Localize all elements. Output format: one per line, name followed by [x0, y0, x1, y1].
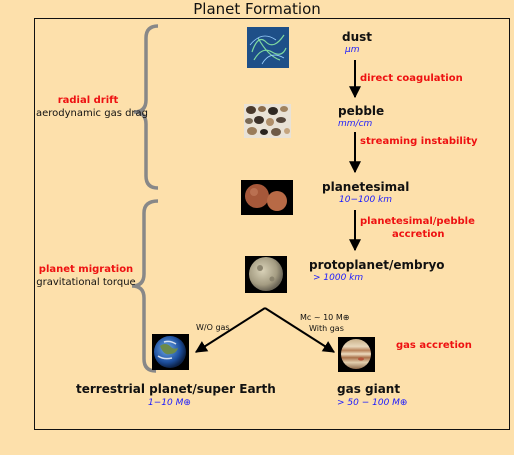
process-direct-coagulation: direct coagulation: [360, 73, 463, 84]
diagram-frame: [34, 18, 510, 430]
stage-planetesimal-size: 10−100 km: [339, 195, 393, 205]
radial-drift-label: radial drift: [57, 95, 119, 106]
stage-dust: dust: [342, 30, 373, 44]
arrow-to-gas-giant: [264, 307, 336, 353]
aerodynamic-drag-label: aerodynamic gas drag: [36, 108, 149, 119]
branch-with-gas: With gas: [309, 324, 344, 333]
process-gas-accretion: gas accretion: [396, 340, 472, 351]
diagram-title: Planet Formation: [193, 0, 321, 18]
stage-protoplanet-size: > 1000 km: [313, 273, 364, 283]
stage-terrestrial: terrestrial planet/super Earth: [76, 382, 276, 396]
branch-without-gas: W/O gas: [196, 323, 230, 332]
process-accretion-line1: planetesimal/pebble: [360, 216, 475, 227]
planet-migration-bracket: [131, 199, 159, 373]
dust-image: [247, 27, 289, 68]
stage-protoplanet: protoplanet/embryo: [309, 258, 445, 272]
stage-dust-size: μm: [345, 45, 360, 55]
stage-gas-giant-size: > 50 − 100 M⊕: [337, 398, 408, 408]
stage-planetesimal: planetesimal: [322, 180, 410, 194]
stage-pebble: pebble: [338, 104, 385, 118]
planetesimal-image: [241, 180, 293, 215]
stage-terrestrial-size: 1−10 M⊕: [148, 398, 191, 408]
process-accretion-line2: accretion: [392, 229, 445, 240]
gravitational-torque-label: gravitational torque: [36, 277, 136, 288]
radial-drift-bracket: [133, 24, 159, 190]
planet-migration-label: planet migration: [38, 264, 134, 275]
protoplanet-image: [245, 256, 287, 293]
process-streaming-instability: streaming instability: [360, 136, 478, 147]
pebble-image: [244, 104, 291, 138]
branch-core-mass: Mc ~ 10 M⊕: [300, 313, 350, 322]
earth-image: [152, 334, 189, 370]
arrow-to-terrestrial: [194, 307, 266, 353]
jupiter-image: [338, 337, 375, 372]
stage-gas-giant: gas giant: [337, 382, 401, 396]
stage-pebble-size: mm/cm: [338, 119, 373, 129]
